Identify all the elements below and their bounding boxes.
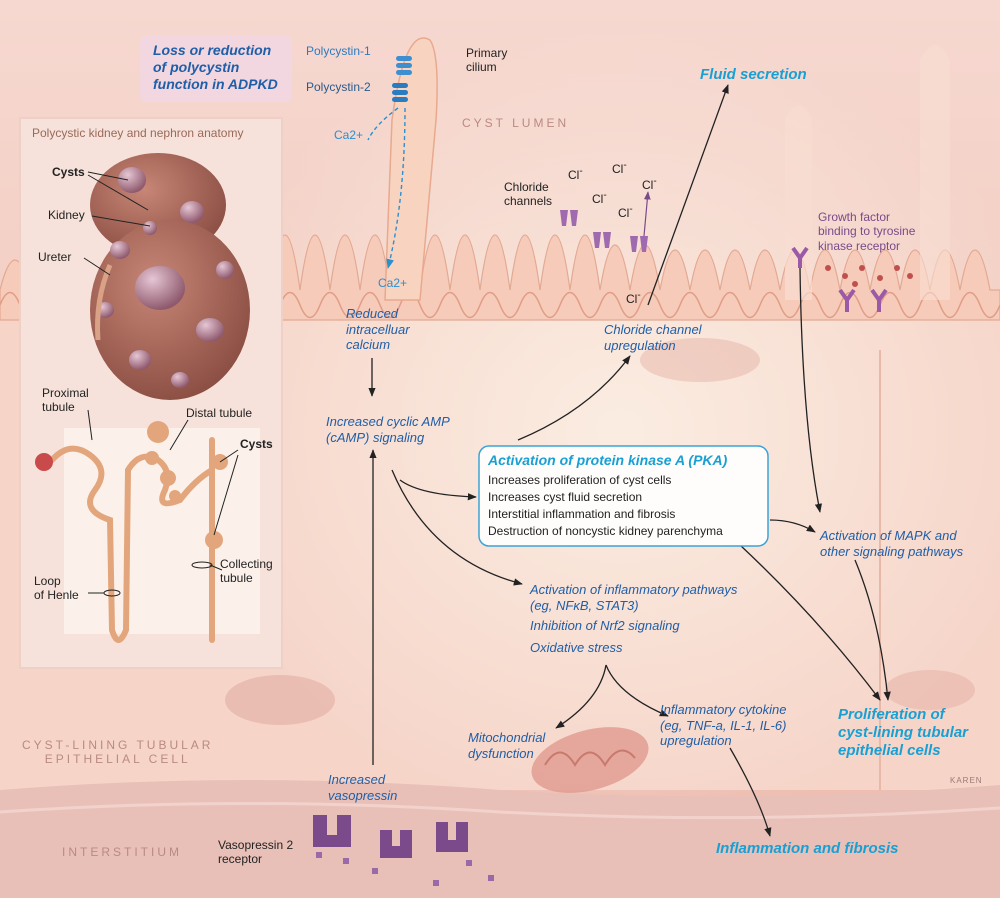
ion-cl-2: Cl- [612,160,627,176]
ion-cl-6: Cl- [626,290,641,306]
label-ca-bottom: Ca2+ [378,276,408,290]
ion-cl-1: Cl- [568,166,583,182]
artist-signature: KAREN [950,776,983,785]
pka-title: Activation of protein kinase A (PKA) [488,452,728,468]
node-oxidative-stress: Oxidative stress [530,640,623,655]
diagram-title: Loss or reduction of polycystin function… [153,42,278,92]
label-cysts: Cysts [52,165,85,179]
pka-item: Interstitial inflammation and fibrosis [488,506,676,521]
pka-item: Destruction of noncystic kidney parenchy… [488,523,723,538]
label-polycystin-1: Polycystin-1 [306,44,371,58]
ion-cl-5: Cl- [618,204,633,220]
region-cyst-lumen: CYST LUMEN [462,116,570,130]
label-cysts-nephron: Cysts [240,437,273,451]
polycystin-complex [392,56,412,102]
node-nrf2: Inhibition of Nrf2 signaling [530,618,680,633]
node-inflammatory-pathways: Activation of inflammatory pathways(eg, … [530,582,738,613]
label-kidney: Kidney [48,208,85,222]
pka-item: Increases proliferation of cyst cells [488,472,672,487]
ion-cl-3: Cl- [592,190,607,206]
label-distal-tubule: Distal tubule [186,406,253,420]
pka-box: Activation of protein kinase A (PKA) Inc… [488,452,727,540]
label-ureter: Ureter [38,250,72,264]
ion-cl-4: Cl- [642,176,657,192]
inset-title: Polycystic kidney and nephron anatomy [32,126,244,140]
node-cytokine-upregulation: Inflammatory cytokine(eg, TNF-a, IL-1, I… [660,702,787,749]
pka-item: Increases cyst fluid secretion [488,489,643,504]
node-fluid-secretion: Fluid secretion [700,66,807,83]
label-ca-top: Ca2+ [334,128,364,142]
label-polycystin-2: Polycystin-2 [306,80,371,94]
node-inflammation-fibrosis: Inflammation and fibrosis [716,840,899,857]
node-camp-signaling: Increased cyclic AMP(cAMP) signaling [326,414,450,445]
region-interstitium: INTERSTITIUM [62,845,182,859]
